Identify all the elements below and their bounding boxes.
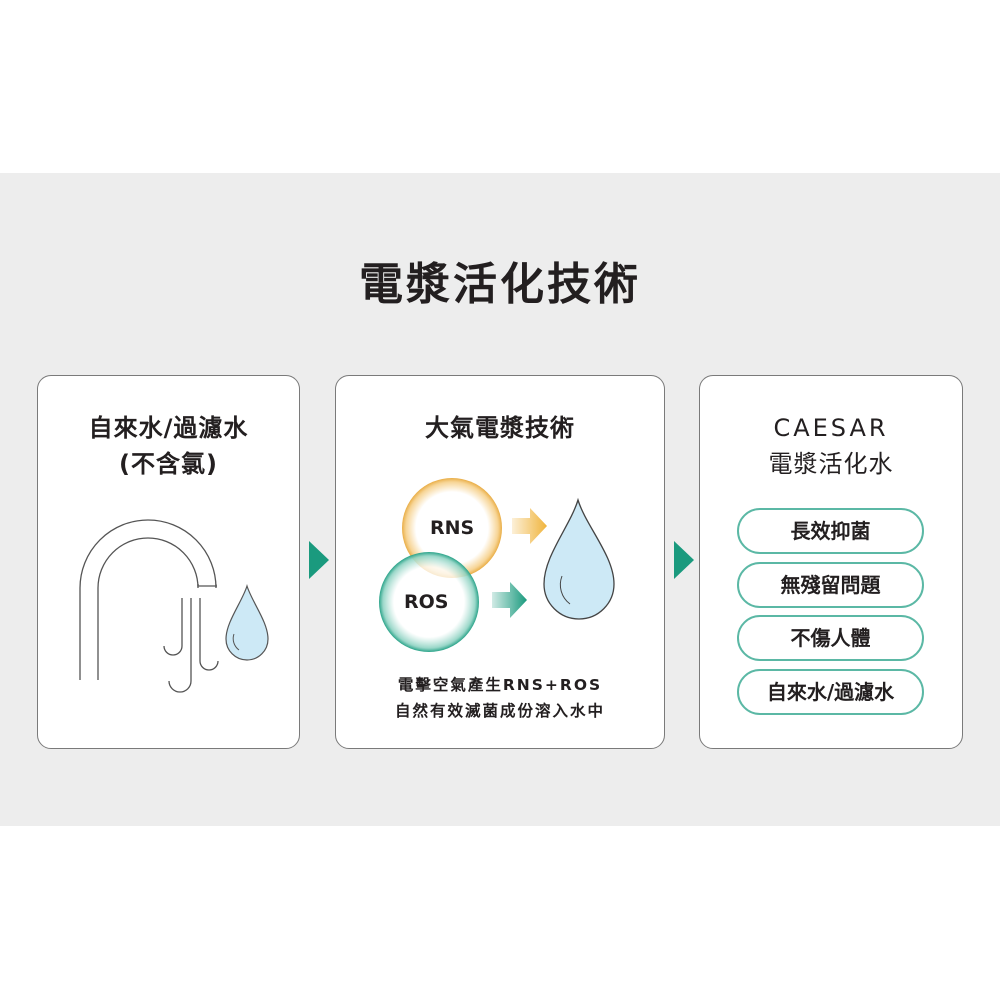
card-caesar-water: CAESAR 電漿活化水 長效抑菌 無殘留問題 不傷人體 自來水/過濾水 xyxy=(699,375,963,749)
card-title: 大氣電漿技術 xyxy=(425,414,575,442)
card-title-brand: CAESAR xyxy=(773,414,889,442)
rns-ros-diagram xyxy=(379,478,615,652)
card-title-line2: 電漿活化水 xyxy=(768,450,894,478)
card-tap-water: 自來水/過濾水 (不含氯) xyxy=(37,375,300,749)
flow-arrow-icon xyxy=(309,541,329,579)
card-title: CAESAR 電漿活化水 xyxy=(700,410,962,482)
faucet-icon xyxy=(79,519,219,693)
card-description: 電擊空氣產生RNS+ROS 自然有效滅菌成份溶入水中 xyxy=(336,672,664,724)
flow-arrow-icon xyxy=(674,541,694,579)
ros-circle xyxy=(379,552,479,652)
card-title: 自來水/過濾水 (不含氯) xyxy=(38,410,299,482)
feature-pill: 無殘留問題 xyxy=(737,562,924,608)
feature-pill: 長效抑菌 xyxy=(737,508,924,554)
description-line2: 自然有效滅菌成份溶入水中 xyxy=(394,702,605,720)
card-title-line1: 自來水/過濾水 xyxy=(88,414,249,442)
card-plasma-tech: 大氣電漿技術 xyxy=(335,375,665,749)
description-line1: 電擊空氣產生RNS+ROS xyxy=(397,676,603,694)
card-title-line2: (不含氯) xyxy=(119,450,218,478)
feature-pill: 不傷人體 xyxy=(737,615,924,661)
page-title: 電漿活化技術 xyxy=(359,259,641,310)
feature-pill: 自來水/過濾水 xyxy=(737,669,924,715)
ros-label: ROS xyxy=(404,591,449,613)
water-drop-icon xyxy=(225,584,269,661)
rns-label: RNS xyxy=(430,517,475,539)
